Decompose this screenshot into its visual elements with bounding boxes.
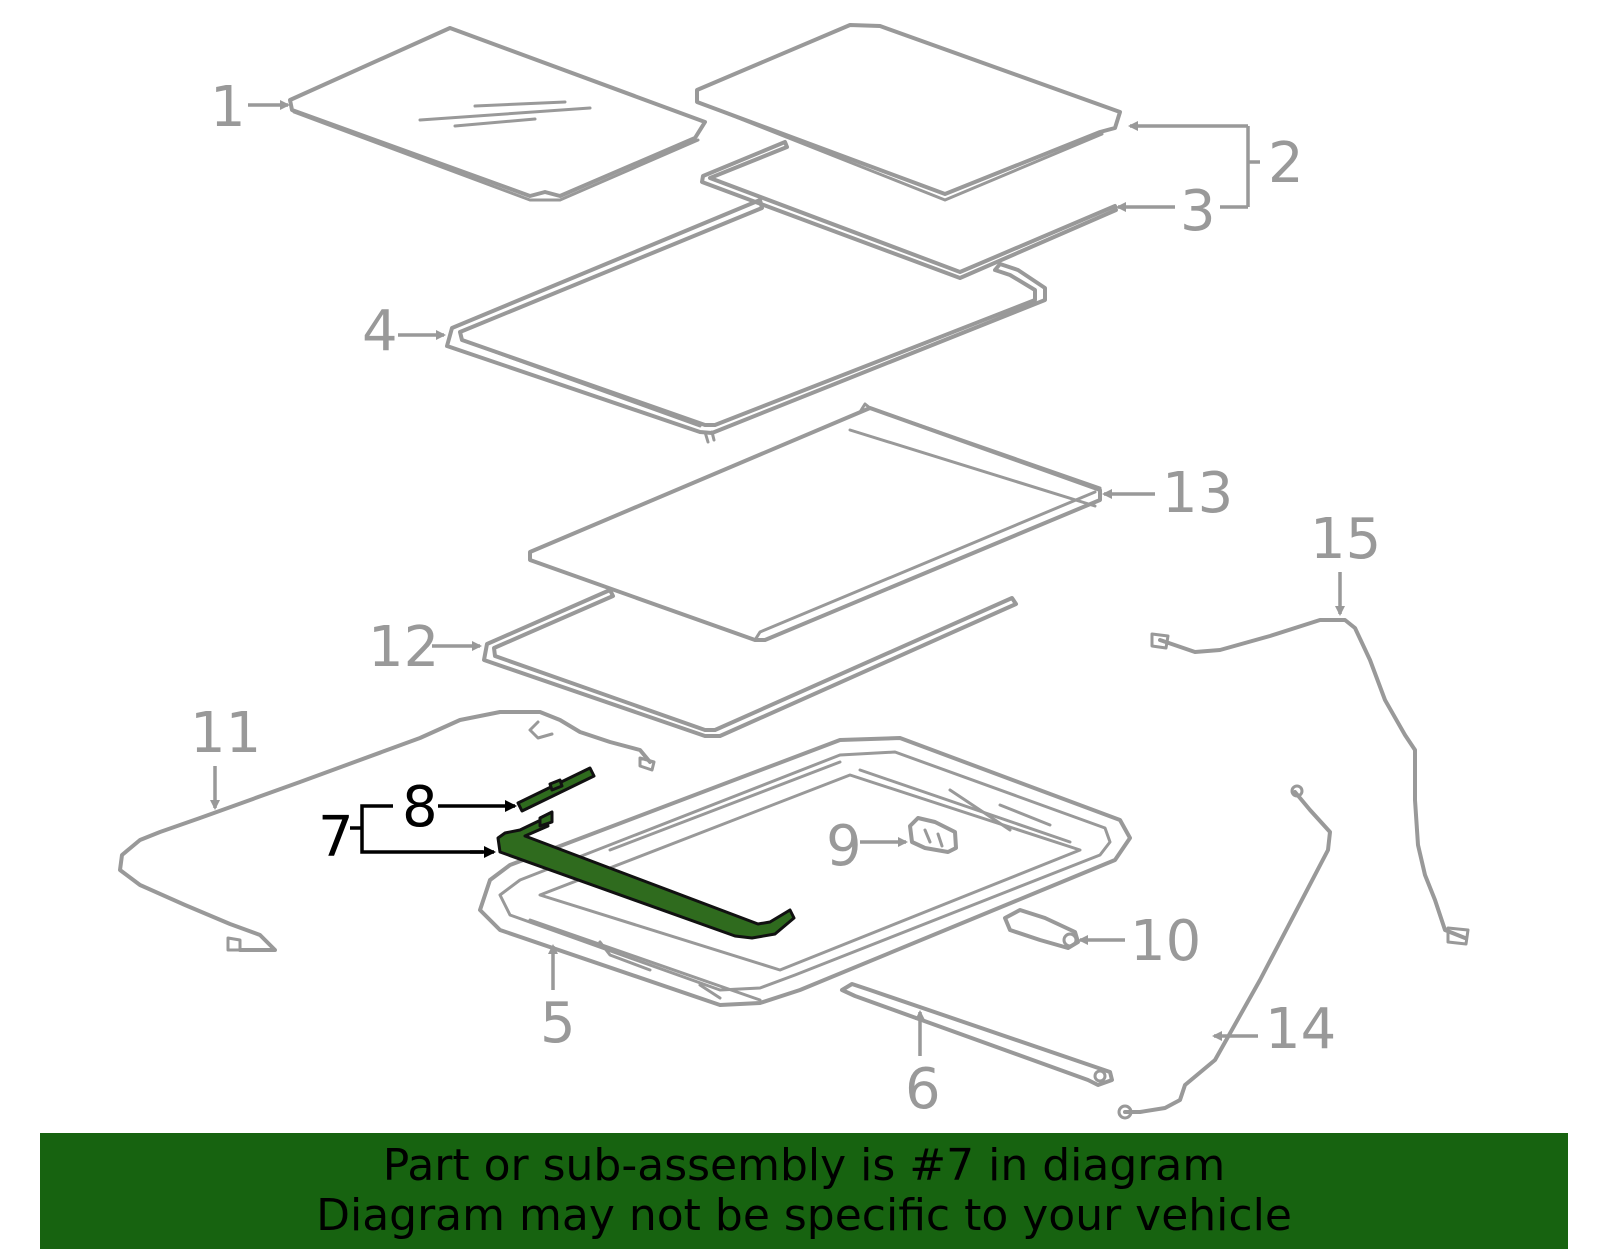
part-3-seal — [700, 140, 1118, 280]
callout-4-label: 4 — [362, 299, 398, 364]
callout-13: 13 — [1102, 461, 1233, 526]
callout-2-label: 2 — [1268, 131, 1304, 196]
callout-12-label: 12 — [368, 615, 439, 680]
part-2-glass-panel — [695, 23, 1122, 202]
callout-13-label: 13 — [1162, 461, 1233, 526]
callout-3-label: 3 — [1180, 179, 1216, 244]
callout-10-label: 10 — [1130, 909, 1201, 974]
callout-15: 15 — [1310, 507, 1381, 616]
part-15-drain-hose — [1150, 618, 1470, 946]
callout-4: 4 — [362, 299, 446, 364]
part-12-seal — [482, 588, 1018, 738]
callout-14-label: 14 — [1265, 997, 1336, 1062]
part-13-sunshade — [528, 402, 1102, 642]
callout-15-label: 15 — [1310, 507, 1381, 572]
callout-7-label: 7 — [318, 805, 354, 870]
part-14-drain-hose — [1117, 784, 1332, 1120]
callout-1-label: 1 — [210, 75, 246, 140]
callout-12: 12 — [368, 615, 482, 680]
info-banner: Part or sub-assembly is #7 in diagram Di… — [40, 1133, 1568, 1249]
callout-5-label: 5 — [540, 991, 576, 1056]
callout-8-label: 8 — [402, 775, 438, 840]
callout-8: 8 — [402, 775, 517, 840]
part-1-glass-panel — [288, 26, 707, 202]
part-11-wiring-harness — [118, 710, 656, 952]
callout-11-label: 11 — [190, 701, 261, 766]
callout-11: 11 — [190, 701, 261, 810]
callout-7: 7 — [318, 804, 496, 870]
callout-9-label: 9 — [826, 814, 862, 879]
callout-10: 10 — [1078, 909, 1201, 974]
callout-14: 14 — [1212, 997, 1336, 1062]
banner-line-2: Diagram may not be specific to your vehi… — [316, 1190, 1292, 1241]
part-10-motor — [1003, 908, 1080, 950]
callout-9: 9 — [826, 814, 908, 879]
part-8-fitting-highlighted — [516, 766, 596, 813]
callout-1: 1 — [210, 75, 290, 140]
callout-3: 3 — [1116, 179, 1216, 244]
banner-line-1: Part or sub-assembly is #7 in diagram — [382, 1140, 1226, 1191]
part-9-bracket — [908, 816, 958, 854]
callout-5: 5 — [540, 944, 576, 1056]
part-6-deflector — [840, 982, 1114, 1087]
part-5-frame — [478, 736, 1132, 1007]
callout-2: 2 — [1128, 121, 1304, 209]
callout-6-label: 6 — [905, 1057, 941, 1122]
part-7-drain-tube-highlighted — [496, 810, 796, 940]
part-4-frame — [445, 198, 1047, 444]
callout-6: 6 — [905, 1010, 941, 1122]
